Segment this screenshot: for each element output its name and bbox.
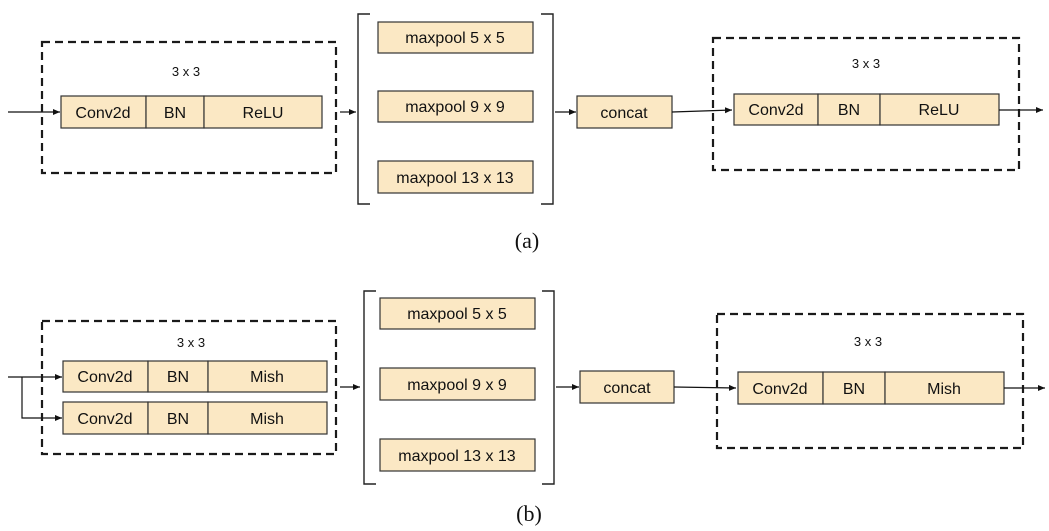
diagram-a: 3 x 3 Conv2d BN ReLU maxpool 5 x 5 maxpo… — [8, 13, 1043, 253]
right-bracket-a — [541, 13, 554, 205]
conv2d-box-1-b-row1 — [62, 360, 149, 393]
kernel-label-1-a: 3 x 3 — [172, 64, 200, 79]
maxpool-5-label-b: maxpool 5 x 5 — [407, 306, 507, 323]
input-arrow-b-bottom — [21, 377, 62, 421]
maxpool-9-box-b — [379, 367, 536, 401]
bn-box-2-b — [822, 371, 886, 405]
maxpool-13-box-a — [377, 160, 534, 194]
conv2d-box-2-b — [737, 371, 824, 405]
conv2d-label-1-b-row2: Conv2d — [77, 411, 132, 428]
left-bracket-b — [363, 290, 376, 485]
maxpool-9-label-b: maxpool 9 x 9 — [407, 377, 507, 394]
conv2d-label-1-b-row1: Conv2d — [77, 369, 132, 386]
maxpool-9-label-a: maxpool 9 x 9 — [405, 99, 505, 116]
conv2d-box-1-b-row2 — [62, 401, 149, 435]
mish-label-1-b-row2: Mish — [250, 411, 284, 428]
kernel-label-1-b: 3 x 3 — [177, 335, 205, 350]
bn-box-1-b-row2 — [147, 401, 209, 435]
relu-box-1-a — [203, 95, 323, 129]
caption-b: (b) — [516, 501, 542, 526]
maxpool-13-label-a: maxpool 13 x 13 — [396, 170, 514, 187]
mish-box-1-b-row1 — [207, 360, 328, 393]
caption-a: (a) — [515, 228, 539, 253]
relu-label-2-a: ReLU — [919, 102, 960, 119]
maxpool-5-box-a — [377, 21, 534, 54]
maxpool-13-label-b: maxpool 13 x 13 — [398, 448, 516, 465]
concat-label-a: concat — [600, 105, 648, 122]
arrow-to-block2-b — [673, 384, 737, 391]
concat-label-b: concat — [603, 380, 651, 397]
mish-box-1-b-row2 — [207, 401, 328, 435]
maxpool-13-box-b — [379, 438, 536, 472]
bn-box-2-a — [817, 93, 881, 126]
mish-label-1-b-row1: Mish — [250, 369, 284, 386]
conv-block-2-a — [711, 36, 1021, 172]
concat-box-b — [579, 370, 675, 404]
conv2d-label-2-b: Conv2d — [752, 381, 807, 398]
bn-box-1-b-row1 — [147, 360, 209, 393]
relu-label-1-a: ReLU — [243, 105, 284, 122]
maxpool-9-box-a — [377, 90, 534, 123]
kernel-label-2-a: 3 x 3 — [852, 56, 880, 71]
conv-block-1-b — [40, 319, 338, 456]
bn-label-1-a: BN — [164, 105, 186, 122]
bn-label-2-b: BN — [843, 381, 865, 398]
diagram-b: 3 x 3 Conv2d BN Mish Conv2d BN Mish maxp… — [8, 290, 1045, 526]
conv-block-2-b — [715, 312, 1025, 450]
conv2d-label-1-a: Conv2d — [75, 105, 130, 122]
bn-label-1-b-row2: BN — [167, 411, 189, 428]
conv-block-1-a — [40, 40, 338, 175]
bn-label-1-b-row1: BN — [167, 369, 189, 386]
mish-label-2-b: Mish — [927, 381, 961, 398]
right-bracket-b — [542, 290, 555, 485]
kernel-label-2-b: 3 x 3 — [854, 334, 882, 349]
bn-label-2-a: BN — [838, 102, 860, 119]
maxpool-5-box-b — [379, 297, 536, 330]
left-bracket-a — [357, 13, 370, 205]
maxpool-5-label-a: maxpool 5 x 5 — [405, 30, 505, 47]
arrow-to-block2-a — [671, 107, 733, 114]
conv2d-label-2-a: Conv2d — [748, 102, 803, 119]
